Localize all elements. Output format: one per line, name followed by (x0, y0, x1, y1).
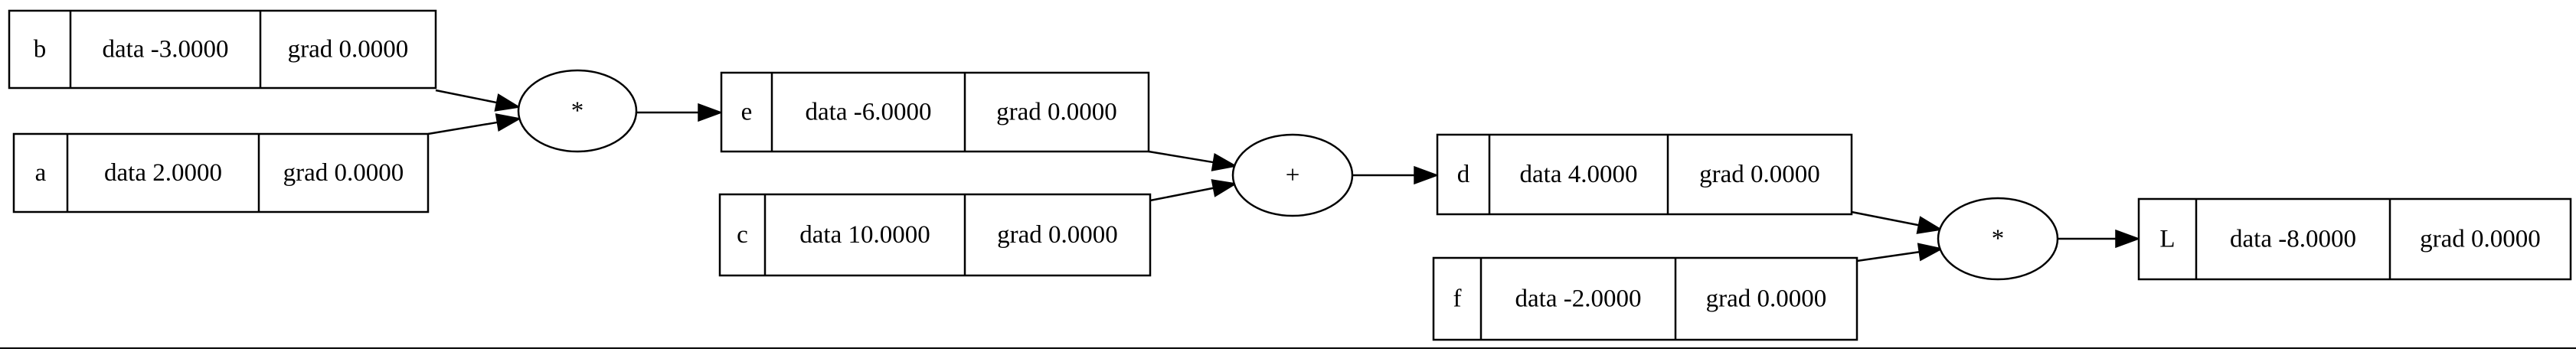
value-node-a: a data 2.0000 grad 0.0000 (12, 132, 430, 213)
node-grad: grad 0.0000 (1706, 285, 1827, 313)
edge-line (435, 89, 497, 104)
op-symbol: + (1286, 161, 1300, 189)
arrowhead (1916, 216, 1943, 234)
node-box (1432, 256, 1858, 341)
op-ellipse (517, 69, 638, 153)
edge-a-to-op1 (427, 113, 522, 135)
node-grad: grad 0.0000 (2420, 226, 2541, 253)
node-data: data -2.0000 (1515, 285, 1642, 313)
edge-op3-to-L (2058, 229, 2141, 249)
op-symbol: * (571, 97, 584, 125)
node-box (718, 193, 1152, 277)
node-data: data -3.0000 (103, 36, 229, 64)
node-box (8, 9, 437, 90)
bottom-border (0, 347, 2576, 349)
node-data: data -8.0000 (2230, 226, 2356, 253)
arrowhead (1414, 165, 1440, 185)
node-grad: grad 0.0000 (996, 99, 1117, 126)
node-box (1436, 133, 1853, 216)
arrowhead (1917, 243, 1944, 262)
node-grad: grad 0.0000 (283, 159, 404, 187)
node-grad: grad 0.0000 (997, 221, 1118, 249)
edge-b-to-op1 (435, 89, 521, 112)
node-data: data 2.0000 (104, 159, 222, 187)
edge-e-to-op2 (1148, 150, 1238, 171)
nodes-layer: b data -3.0000 grad 0.0000 a data 2.0000 grad… (8, 9, 2572, 341)
arrowhead (1211, 179, 1238, 197)
arrowhead (494, 93, 521, 112)
node-label: f (1453, 285, 1462, 313)
node-box (2137, 197, 2572, 281)
node-label: b (34, 36, 47, 64)
node-box (720, 71, 1150, 153)
node-data: data 4.0000 (1520, 161, 1638, 188)
node-label: a (35, 159, 47, 187)
value-node-d: d data 4.0000 grad 0.0000 (1436, 133, 1853, 216)
edge-line (1856, 251, 1920, 262)
op-node-add: + (1231, 133, 1354, 217)
op-ellipse (1231, 133, 1354, 217)
edge-line (1148, 150, 1214, 164)
edge-line (427, 121, 498, 135)
node-label: e (741, 99, 753, 126)
arrowhead (2115, 229, 2141, 249)
arrowhead (698, 103, 724, 122)
node-label: d (1457, 161, 1470, 188)
edge-line (1149, 187, 1214, 202)
node-label: c (737, 221, 748, 249)
op-node-multiply: * (1937, 197, 2059, 281)
edge-op1-to-e (636, 103, 724, 122)
value-node-c: c data 10.0000 grad 0.0000 (718, 193, 1152, 277)
node-grad: grad 0.0000 (1699, 161, 1820, 188)
edge-op2-to-d (1352, 165, 1440, 185)
node-box (12, 132, 430, 213)
arrowhead (1211, 153, 1238, 171)
value-node-b: b data -3.0000 grad 0.0000 (8, 9, 437, 90)
op-ellipse (1937, 197, 2059, 281)
arrowhead (495, 113, 522, 132)
edge-c-to-op2 (1149, 179, 1238, 202)
edge-d-to-op3 (1851, 210, 1943, 234)
edge-line (1851, 210, 1919, 227)
op-symbol: * (1992, 225, 2005, 253)
value-node-e: e data -6.0000 grad 0.0000 (720, 71, 1150, 153)
edge-f-to-op3 (1856, 243, 1944, 262)
node-data: data -6.0000 (806, 99, 932, 126)
op-node-multiply: * (517, 69, 638, 153)
node-data: data 10.0000 (799, 221, 930, 249)
edges-layer (427, 89, 2141, 262)
value-node-f: f data -2.0000 grad 0.0000 (1432, 256, 1858, 341)
node-label: L (2159, 226, 2175, 253)
node-grad: grad 0.0000 (288, 36, 409, 64)
